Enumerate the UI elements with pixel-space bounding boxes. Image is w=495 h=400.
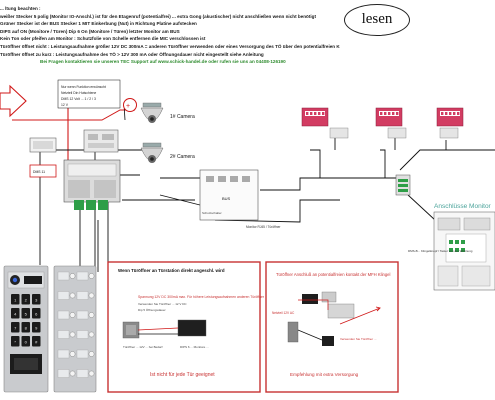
small-box-label: DMS 11 <box>33 170 45 174</box>
control-box-small: DMS 11 <box>29 137 57 178</box>
box1-red-text: Spannung 12V DC 300mA max. Für höhere Le… <box>138 295 265 299</box>
bell-button[interactable] <box>57 330 76 339</box>
monitor-connections-panel: Anschlüsse Monitor <box>433 203 495 291</box>
note-line-2: weißer Stecker 5 polig (Monitor IO-Ansch… <box>0 13 316 19</box>
keypad-key[interactable]: 3 <box>32 294 41 305</box>
box1-note: Türöffner ... 12V ... bei Bedarf <box>123 345 163 349</box>
keypad-key[interactable]: 0 <box>21 336 31 347</box>
bus-distributor <box>395 174 411 196</box>
bell-button[interactable] <box>76 330 95 339</box>
keypad-key[interactable]: # <box>32 336 41 347</box>
keypad-key[interactable]: * <box>11 336 20 347</box>
box1-dips-note: DIPS 6 ... Monitore ... <box>180 345 209 349</box>
keypad-key-label: 4 <box>14 312 17 317</box>
monitor-unit-3 <box>436 107 464 139</box>
box1-title: Wenn Türöffner an Türstation direkt ange… <box>118 268 225 273</box>
header-notes: ... ltung beachten : weißer Stecker 5 po… <box>0 6 340 67</box>
callout-line-4: 12 V <box>61 103 69 107</box>
note-line-3: Grüner Stecker ist der BUS Stecker 1 MIT… <box>0 21 197 27</box>
bell-button[interactable] <box>57 271 76 281</box>
bell-button[interactable] <box>57 310 76 320</box>
keypad-key-label: * <box>14 340 16 345</box>
note-line-4: DIPS auf ON (Monitore / Türen) Dip 6 On … <box>0 28 180 34</box>
door-station-panel: 1 2 3 4 5 6 7 8 9 * 0 # <box>3 265 49 393</box>
keypad-key[interactable]: 4 <box>11 308 20 319</box>
support-line: Bei Fragen kontaktieren sie unseren TEC … <box>40 59 286 65</box>
controller-fuse-label: Schutzschalter <box>202 211 222 215</box>
keypad-key-label: 6 <box>35 312 38 317</box>
keypad-key[interactable]: 2 <box>21 294 31 305</box>
keypad-key-label: 5 <box>25 312 28 317</box>
keypad-key-label: 8 <box>25 326 28 331</box>
door-opener-potential-free-box: Türöffner Anschluß an potentialfreien ko… <box>265 261 399 393</box>
camera-2-label: 2# Camera <box>170 154 195 160</box>
keypad-key-label: 1 <box>14 298 17 303</box>
camera-2: 2# Camera <box>140 142 195 163</box>
bell-button[interactable] <box>57 369 76 378</box>
monitor-unit-2 <box>375 107 407 139</box>
keypad-key-label: 7 <box>14 326 17 331</box>
bell-button[interactable] <box>76 291 95 300</box>
panel-title: Anschlüsse Monitor <box>434 203 492 210</box>
keypad-key-label: 3 <box>35 298 38 303</box>
note-line-7: Türöffner öffnet zu kurz : Leistungsaufn… <box>0 51 264 57</box>
callout-line-2: Netzteil Din Hutschiene <box>61 91 96 95</box>
bell-button[interactable] <box>57 349 76 359</box>
keypad-key[interactable]: 5 <box>21 308 31 319</box>
keypad-key[interactable]: 7 <box>11 322 20 333</box>
power-supply-unit <box>83 129 119 153</box>
keypad-key-label: 2 <box>25 298 28 303</box>
note-line-1: ... ltung beachten : <box>0 6 41 11</box>
callout-line-1: Nur wenn Funktion erwünscht <box>61 85 106 89</box>
bell-button[interactable] <box>76 369 95 378</box>
camera-1: 1# Camera <box>140 102 195 123</box>
monitor-unit-1 <box>301 107 349 139</box>
bell-button[interactable] <box>76 349 95 359</box>
keypad-key-label: 0 <box>25 340 28 345</box>
bell-button[interactable] <box>76 310 95 320</box>
bell-button-strip <box>53 265 97 393</box>
note-line-5: Kein Ton oder pfeifen am Monitor : Schut… <box>0 36 206 42</box>
bell-button[interactable] <box>57 291 76 300</box>
box2-red-text-2: Verwenden Sie Türöffner ... <box>340 337 377 341</box>
controller-bus-label: BUS <box>222 196 231 201</box>
keypad-key-label: # <box>35 340 38 345</box>
controller-monitor-conn: Monitor RJ45 / Türöffner <box>246 225 281 229</box>
box1-footer: Ist nicht für jede Tür geeignet <box>150 372 215 378</box>
note-line-6: Türöffner öffnet nicht : Leistungsaufnah… <box>0 43 340 49</box>
keypad-key[interactable]: 8 <box>21 322 31 333</box>
box1-sub-label: Verwenden Sie Türöffner ... 12 V DC <box>138 302 187 306</box>
din-distributor <box>63 159 121 210</box>
read-bubble: lesen <box>344 4 410 36</box>
keypad-key[interactable]: 9 <box>32 322 41 333</box>
svg-text:+: + <box>126 103 130 110</box>
box2-footer: Empfehlung mit extra Versorgung <box>290 372 359 377</box>
bus-controller: BUS Schutzschalter <box>199 169 259 221</box>
keypad-key[interactable]: 6 <box>32 308 41 319</box>
camera-1-label: 1# Camera <box>170 114 195 120</box>
keypad-key-label: 9 <box>35 326 38 331</box>
box2-red-text-1: Netzteil 12V AC <box>272 311 295 315</box>
callout-line-3: DMS 12 Volt ... 1 / 2 / 3 <box>61 97 96 101</box>
callout-arrow <box>0 84 27 118</box>
wiring-lines <box>12 103 495 300</box>
box1-sub-label-2: Dip 5 Öffnungsdauer <box>138 308 166 312</box>
panel-side-note: DMS-B... Klingelknopf / Taster von der W… <box>408 249 473 253</box>
door-opener-direct-box: Wenn Türöffner an Türstation direkt ange… <box>107 261 265 393</box>
callout-box: Nur wenn Funktion erwünscht Netzteil Din… <box>57 79 121 109</box>
keypad-key[interactable]: 1 <box>11 294 20 305</box>
door-keypad: 1 2 3 4 5 6 7 8 9 * 0 # <box>11 294 41 347</box>
relay-symbol: + <box>123 98 137 112</box>
bell-button[interactable] <box>76 271 95 281</box>
box2-title: Türöffner Anschluß an potentialfreien ko… <box>276 272 391 277</box>
